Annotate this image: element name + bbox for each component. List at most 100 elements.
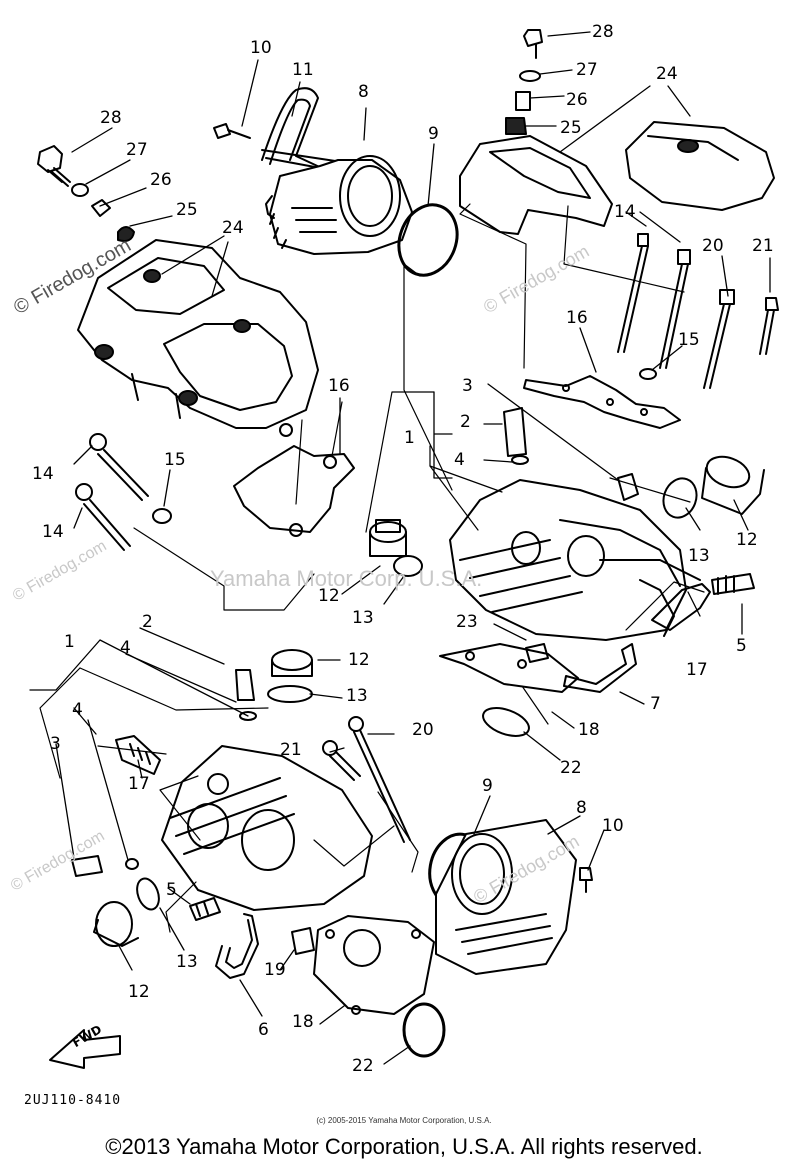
bolt-28-right	[523, 29, 543, 59]
callout-18-left: 18	[292, 1012, 314, 1032]
callout-5-right: 5	[736, 636, 747, 656]
spark-plug-17-left	[115, 735, 161, 775]
gasket-18-left	[313, 915, 435, 1015]
collar-19	[291, 927, 315, 955]
callout-2-left: 2	[142, 612, 153, 632]
oil-pipe-6	[215, 913, 259, 979]
cap-12-left-mid	[271, 649, 313, 677]
gasket-18-right	[439, 643, 579, 693]
callout-17-right: 17	[686, 660, 708, 680]
callout-2-right: 2	[460, 412, 471, 432]
cap-12-left-upper	[369, 519, 407, 557]
callout-13-left-lower: 13	[176, 952, 198, 972]
callout-6: 6	[258, 1020, 269, 1040]
callout-16-left: 16	[328, 376, 350, 396]
callout-16-right: 16	[566, 308, 588, 328]
callout-24-left: 24	[222, 218, 244, 238]
callout-12-left-lower: 12	[128, 982, 150, 1002]
washer-left	[71, 183, 89, 197]
callout-7: 7	[650, 694, 661, 714]
valve-3-right	[617, 473, 639, 501]
callout-27-left: 27	[126, 140, 148, 160]
callout-15-left: 15	[164, 450, 186, 470]
callout-26-left: 26	[150, 170, 172, 190]
callout-8-upper: 8	[358, 82, 369, 102]
bolt-21-left	[322, 740, 361, 781]
bolt-14-right-a	[617, 233, 649, 353]
gasket-16-right	[523, 375, 681, 429]
o-ring-22-left	[402, 1002, 446, 1058]
callout-26-right: 26	[566, 90, 588, 110]
valve-guide-2-left	[235, 669, 255, 701]
callout-28-right: 28	[592, 22, 614, 42]
o-ring-13-left-mid	[267, 685, 313, 703]
bolt-14-left-a	[89, 433, 149, 501]
o-ring-13-right	[662, 477, 698, 519]
callout-20-left: 20	[412, 720, 434, 740]
callout-8-lower: 8	[576, 798, 587, 818]
watermark-yamaha: Yamaha Motor Corp. U.S.A.	[210, 566, 483, 591]
small-copyright: (c) 2005-2015 Yamaha Motor Corporation, …	[316, 1116, 492, 1125]
oil-pipe-11-upper	[261, 87, 343, 173]
washer-15-left	[152, 508, 172, 524]
callout-15-right: 15	[678, 330, 700, 350]
o-ring-22-right	[482, 707, 530, 737]
oil-pipe-7	[563, 643, 637, 693]
callout-19: 19	[264, 960, 286, 980]
bolt-10-upper	[213, 123, 251, 139]
o-ring-13-left-upper	[393, 555, 423, 577]
callout-17-left: 17	[128, 774, 150, 794]
fwd-arrow-shape	[49, 1029, 121, 1069]
clip-4-left	[239, 711, 257, 721]
valve-guide-2-right	[503, 407, 527, 457]
collar-left	[91, 199, 111, 217]
callout-5-left: 5	[166, 880, 177, 900]
rocker-cover-right-a	[459, 135, 613, 235]
callout-21-right: 21	[752, 236, 774, 256]
bolt-20-right	[703, 289, 735, 389]
clip-4-right	[511, 455, 529, 465]
bolt-14-right-b	[659, 249, 691, 369]
callout-3-right: 3	[462, 376, 473, 396]
rocker-cover-left	[77, 239, 319, 429]
callout-12-left-upper: 12	[318, 586, 340, 606]
callout-4-right: 4	[454, 450, 465, 470]
footer-copyright: ©2013 Yamaha Motor Corporation, U.S.A. A…	[105, 1134, 703, 1159]
callout-4-left-lower: 4	[72, 700, 83, 720]
callout-12-left-mid: 12	[348, 650, 370, 670]
callout-11-upper: 11	[292, 60, 314, 80]
drawing-code: 2UJ110-8410	[24, 1093, 122, 1108]
callout-13-left-upper: 13	[352, 608, 374, 628]
washer-27-right	[519, 70, 541, 82]
callout-13-left-mid: 13	[346, 686, 368, 706]
spark-plug-17-right	[651, 583, 711, 631]
callout-12-right: 12	[736, 530, 758, 550]
bolt-20-left	[348, 716, 411, 843]
grommet-25-right	[505, 117, 527, 135]
o-ring-9-upper	[397, 203, 459, 277]
cap-12-left-lower	[93, 901, 139, 947]
bolt-21-right	[759, 297, 779, 355]
callout-9-upper: 9	[428, 124, 439, 144]
callout-22-right: 22	[560, 758, 582, 778]
cylinder-8-upper	[265, 155, 413, 255]
callout-27-right: 27	[576, 60, 598, 80]
callout-3-left: 3	[50, 734, 61, 754]
collar-26-right	[515, 91, 531, 111]
callout-28-left: 28	[100, 108, 122, 128]
callout-23: 23	[456, 612, 478, 632]
cap-bolt-left	[37, 145, 71, 187]
washer-15-right	[639, 368, 657, 380]
callout-24-right: 24	[656, 64, 678, 84]
callout-25-left: 25	[176, 200, 198, 220]
callout-20-right: 20	[702, 236, 724, 256]
gasket-16-left	[233, 423, 355, 537]
o-ring-13-left-lower	[136, 877, 160, 911]
cap-12-right	[701, 455, 765, 515]
sensor-5-right	[711, 573, 755, 595]
cylinder-8-lower	[435, 819, 577, 975]
bolt-14-left-b	[75, 483, 131, 551]
callout-14-left-b: 14	[42, 522, 64, 542]
clip-4-left-lower	[125, 858, 139, 870]
